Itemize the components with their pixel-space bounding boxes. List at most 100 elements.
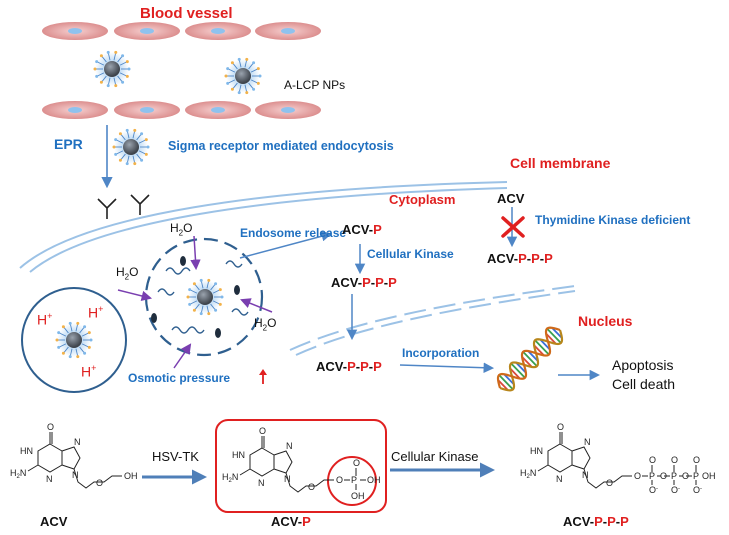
acv-base: ACV <box>316 359 343 374</box>
plus: + <box>98 304 104 314</box>
svg-text:H2N: H2N <box>10 468 26 480</box>
proton-label-2: H+ <box>88 305 103 320</box>
phosphate-1: P <box>594 514 603 529</box>
nanoparticle-icon <box>112 128 150 166</box>
acv-base: ACV <box>487 251 514 266</box>
h2o-label-right: H2O <box>254 317 276 332</box>
thymidine-kinase-label: Thymidine Kinase deficient <box>535 213 691 227</box>
svg-text:HN: HN <box>20 446 33 456</box>
nanoparticles <box>55 50 262 359</box>
h2o-label-left: H2O <box>116 266 138 281</box>
svg-text:O: O <box>336 475 343 485</box>
proton-label-1: H+ <box>37 312 52 327</box>
apoptosis-label: Apoptosis <box>612 357 674 373</box>
cytoplasm-label: Cytoplasm <box>389 192 456 207</box>
svg-text:N: N <box>284 474 291 484</box>
guanine-core <box>537 432 591 473</box>
blood-vessel-label: Blood vessel <box>140 5 233 22</box>
h: H <box>88 304 99 321</box>
guanine-core <box>239 436 293 477</box>
svg-text:O-: O- <box>649 485 658 495</box>
nanoparticle-icon <box>55 321 93 359</box>
acv-p-middle: ACV-P <box>342 223 382 236</box>
phosphate: P <box>373 222 382 237</box>
dash: - <box>357 275 363 290</box>
h: H <box>254 316 263 330</box>
h: H <box>81 363 92 380</box>
red-x-icon <box>501 216 525 238</box>
endosome-squiggles <box>157 260 249 334</box>
svg-text:O: O <box>259 426 266 436</box>
epr-label: EPR <box>54 136 83 152</box>
svg-text:H2N: H2N <box>520 468 536 480</box>
sub-2: 2 <box>262 323 268 333</box>
svg-text:O: O <box>96 478 103 488</box>
svg-text:N: N <box>286 441 293 451</box>
dash: - <box>370 275 376 290</box>
svg-text:OH: OH <box>367 475 381 485</box>
phosphate-3: P <box>544 251 553 266</box>
proton-label-3: H+ <box>81 364 96 379</box>
flow-arrows <box>239 207 601 381</box>
phosphate-3: P <box>373 359 382 374</box>
nanoparticle-icon <box>224 57 262 95</box>
svg-text:O: O <box>634 471 641 481</box>
osmotic-pressure-label: Osmotic pressure <box>128 371 231 385</box>
acv-ppp-caption: ACV-P-P-P <box>563 515 629 528</box>
receptor-icon <box>97 194 150 219</box>
cellular-kinase-bottom-label: Cellular Kinase <box>391 449 479 464</box>
guanine-core <box>27 432 81 473</box>
cell-membrane-label: Cell membrane <box>510 155 611 171</box>
svg-text:O-: O- <box>693 485 702 495</box>
svg-text:O: O <box>353 458 360 468</box>
svg-text:O: O <box>649 455 656 465</box>
phosphate-2: P <box>375 275 384 290</box>
svg-text:O: O <box>606 478 613 488</box>
acv-base: ACV <box>331 275 358 290</box>
cellular-kinase-label: Cellular Kinase <box>367 247 454 261</box>
endothelial-cells-top <box>42 22 321 40</box>
incorporation-label: Incorporation <box>402 346 480 360</box>
phosphate-3: P <box>620 514 629 529</box>
phosphate-1: P <box>362 275 371 290</box>
nucleus-membrane <box>289 285 576 356</box>
dash: - <box>539 251 545 266</box>
svg-text:H2N: H2N <box>222 472 238 484</box>
h: H <box>116 265 125 279</box>
phosphate-1: P <box>518 251 527 266</box>
acv-ppp-middle: ACV-P-P-P <box>331 276 397 289</box>
dash: - <box>342 359 348 374</box>
h: H <box>37 311 48 328</box>
svg-text:N: N <box>72 470 79 480</box>
acv-base: ACV <box>342 222 369 237</box>
acv-caption: ACV <box>40 514 68 529</box>
sigma-endocytosis-label: Sigma receptor mediated endocytosis <box>168 139 394 153</box>
water-influx-arrows <box>117 235 273 369</box>
alcp-nps-label: A-LCP NPs <box>284 78 346 92</box>
o: O <box>267 316 277 330</box>
dash: - <box>383 275 389 290</box>
reaction-arrows <box>142 462 495 485</box>
dash: - <box>602 514 608 529</box>
svg-text:P: P <box>693 471 699 481</box>
dash: - <box>355 359 361 374</box>
svg-text:O-: O- <box>671 485 680 495</box>
nanoparticle-icon <box>186 278 224 316</box>
dash: - <box>368 222 374 237</box>
o: O <box>183 221 193 235</box>
dash: - <box>297 514 303 529</box>
hsv-tk-label: HSV-TK <box>152 449 199 464</box>
svg-text:O: O <box>660 471 667 481</box>
svg-text:HN: HN <box>232 450 245 460</box>
h2o-label-top: H2O <box>170 222 192 237</box>
dna-helix-icon <box>496 326 564 392</box>
acv-p-highlight-box <box>215 419 387 513</box>
acv-ppp-right: ACV-P-P-P <box>487 252 553 265</box>
svg-text:O: O <box>671 455 678 465</box>
